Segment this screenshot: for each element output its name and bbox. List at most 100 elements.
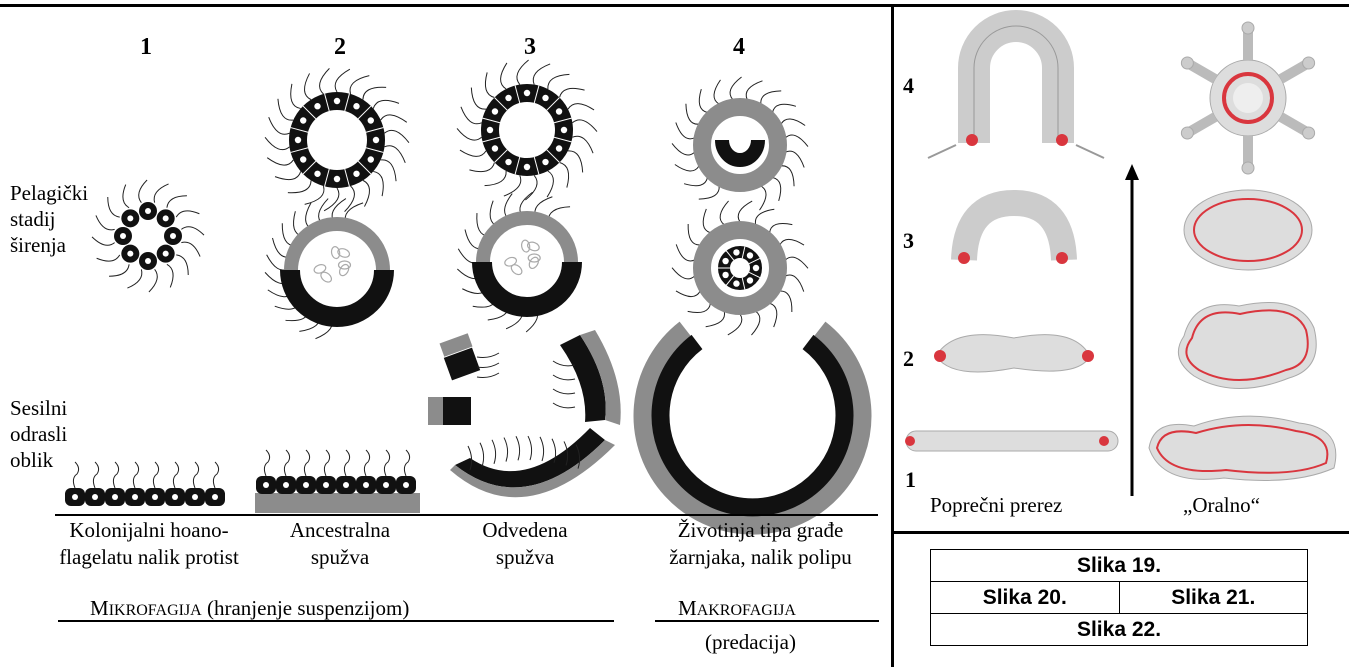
flagellum	[675, 165, 699, 171]
flagellum	[760, 186, 766, 210]
cell-nucleus	[132, 494, 138, 500]
flagellum	[785, 275, 803, 292]
legend-figure-21: Slika 21.	[1119, 582, 1308, 614]
derived-sponge-larva	[457, 60, 597, 200]
flagellum	[97, 255, 120, 261]
evolution-diagram	[0, 0, 890, 520]
macrophagy-label: MAKROFAGIJA	[678, 596, 796, 621]
cell-nucleus	[300, 117, 306, 123]
tentacle-tip	[1181, 57, 1193, 69]
cell-nucleus	[505, 95, 511, 101]
cell-nucleus	[92, 494, 98, 500]
cell-nucleus	[163, 251, 169, 257]
cell-nucleus	[192, 494, 198, 500]
flagellum	[457, 128, 482, 140]
flagellum	[672, 268, 695, 279]
red-marker	[1099, 436, 1109, 446]
cell-nucleus	[733, 280, 739, 286]
flagellum	[265, 137, 289, 149]
flagellum	[676, 123, 695, 139]
flagellum	[176, 255, 188, 275]
stage2-body	[936, 335, 1090, 372]
ground-line	[55, 514, 878, 516]
red-marker	[966, 134, 978, 146]
flagellum	[167, 196, 187, 208]
cell-nucleus	[733, 249, 739, 255]
caption-colonial-protist: Kolonijalni hoano- flagelatu nalik proti…	[36, 517, 262, 571]
flagellum	[471, 88, 486, 110]
flagellum	[109, 264, 129, 276]
flagellum	[176, 211, 199, 217]
flagellum	[278, 99, 293, 120]
flagellum	[477, 363, 499, 368]
flagellum	[363, 87, 386, 99]
red-marker	[1056, 252, 1068, 264]
flagellum	[127, 269, 141, 288]
flagellum	[703, 209, 710, 233]
ancestral-sponge-stage2	[265, 199, 384, 339]
cell-nucleus	[112, 494, 118, 500]
flagellum	[324, 188, 339, 211]
cell-fragment	[443, 397, 471, 425]
flagellum	[684, 178, 707, 186]
flagellum	[320, 68, 330, 94]
flagellum	[688, 224, 700, 245]
cell-nucleus	[753, 265, 759, 271]
flagellum	[460, 150, 486, 156]
tentacle-left	[928, 145, 956, 158]
cell-nucleus	[334, 98, 340, 104]
flagellum	[213, 462, 218, 488]
flagellum	[133, 462, 138, 488]
cell-nucleus	[72, 494, 78, 500]
flagellum	[553, 403, 575, 408]
flagellum	[517, 60, 529, 85]
cell-nucleus	[283, 482, 289, 488]
flagellum	[96, 215, 115, 229]
tentacle-right	[1076, 145, 1104, 158]
cell-nucleus	[172, 494, 178, 500]
flagellum	[686, 104, 699, 124]
flagellum	[688, 303, 711, 312]
flagellum	[770, 223, 793, 232]
red-marker	[1082, 350, 1094, 362]
cell-nucleus	[300, 156, 306, 162]
flagellum	[485, 72, 494, 97]
flagellum	[540, 437, 544, 461]
flagellum	[720, 201, 728, 225]
flagellum	[773, 104, 796, 112]
flagellum	[335, 69, 350, 92]
flagellum	[269, 117, 290, 134]
cell-nucleus	[295, 137, 301, 143]
stage3-body	[964, 203, 1064, 260]
caption-derived-sponge: Odvedena spužva	[455, 517, 595, 571]
flagellum	[461, 107, 482, 124]
flagellum	[275, 171, 301, 179]
flagellum	[553, 389, 575, 394]
flagellum	[672, 143, 695, 155]
flagellum	[773, 178, 781, 201]
predation-label: (predacija)	[705, 630, 796, 655]
oral-stage2	[1178, 302, 1316, 388]
flagellum	[139, 180, 147, 203]
cnidarian-polyp	[651, 335, 855, 518]
cell-nucleus	[353, 103, 359, 109]
tentacle-tip	[1303, 127, 1315, 139]
flagellum	[364, 450, 369, 476]
flagellum	[149, 269, 157, 292]
flagellum	[373, 171, 383, 196]
ancestral-sponge-larva	[265, 68, 409, 211]
flagellum	[504, 175, 521, 196]
red-marker	[934, 350, 946, 362]
u-body	[974, 26, 1058, 143]
flagellum	[746, 81, 762, 100]
choanoderm-bowl	[455, 428, 605, 487]
cell-nucleus	[120, 233, 126, 239]
stage-number-4: 4	[903, 73, 914, 99]
flagellum	[676, 291, 700, 297]
flagellum	[780, 291, 792, 312]
flagellum	[73, 462, 78, 488]
flagellum	[730, 77, 742, 100]
cell-nucleus	[373, 137, 379, 143]
flagellum	[324, 450, 329, 476]
figure-legend-table: Slika 19. Slika 20. Slika 21. Slika 22.	[930, 549, 1308, 646]
